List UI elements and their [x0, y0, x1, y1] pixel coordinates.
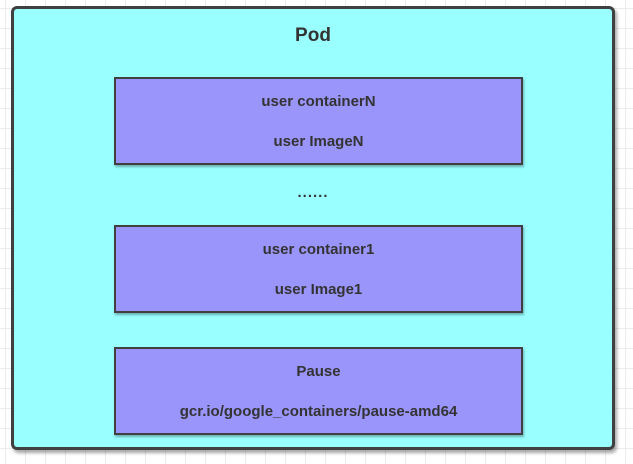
- ellipsis-label: ......: [297, 183, 329, 201]
- container-box-pause: Pause gcr.io/google_containers/pause-amd…: [114, 347, 523, 435]
- pod-group-box: Pod user containerN user ImageN ...... u…: [11, 6, 615, 450]
- pod-title: Pod: [295, 25, 331, 46]
- container-name: user container1: [262, 240, 375, 258]
- container-name: Pause: [296, 362, 341, 380]
- container-image: user Image1: [274, 280, 363, 298]
- container-box-user-containerN: user containerN user ImageN: [114, 77, 523, 165]
- container-image: user ImageN: [273, 132, 364, 150]
- container-image: gcr.io/google_containers/pause-amd64: [179, 402, 458, 420]
- container-name: user containerN: [261, 92, 376, 110]
- container-box-user-container1: user container1 user Image1: [114, 225, 523, 313]
